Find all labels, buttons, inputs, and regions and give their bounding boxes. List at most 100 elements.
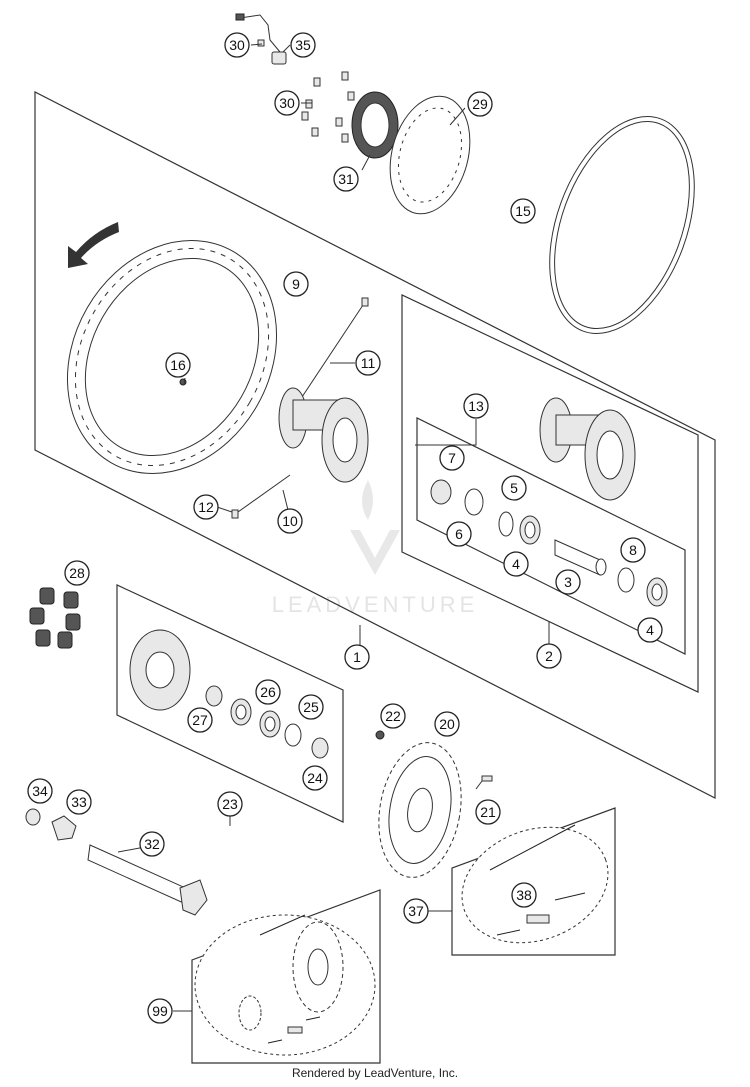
chain-kit-outline: [451, 807, 616, 956]
callout-7: 7: [439, 445, 465, 471]
callout-27: 27: [187, 707, 213, 733]
bearing-parts: [430, 479, 668, 607]
callout-32: 32: [139, 831, 165, 857]
svg-text:99: 99: [152, 1003, 168, 1019]
svg-text:32: 32: [144, 836, 160, 852]
svg-text:7: 7: [448, 450, 456, 466]
svg-text:37: 37: [408, 903, 424, 919]
abs-sensor-ring: [351, 91, 399, 159]
callout-99: 99: [147, 998, 173, 1024]
callout-31: 31: [333, 166, 359, 192]
sprocket-carrier-outline: [116, 584, 344, 823]
drive-kit-outline: [191, 889, 381, 1064]
sprocket-bolt: [481, 775, 493, 782]
svg-text:6: 6: [455, 526, 463, 542]
svg-text:4: 4: [512, 556, 520, 572]
callout-20: 20: [434, 711, 460, 737]
svg-text:25: 25: [303, 699, 319, 715]
svg-text:27: 27: [192, 712, 208, 728]
svg-text:11: 11: [361, 355, 376, 371]
svg-text:24: 24: [307, 770, 323, 786]
wheel-assembly-outline: [34, 91, 716, 799]
svg-text:28: 28: [69, 565, 85, 581]
watermark-text: LEADVENTURE: [272, 592, 479, 617]
wheel-speed-sensor: [235, 13, 287, 65]
drive-kit-99: [194, 914, 376, 1056]
svg-text:22: 22: [385, 708, 401, 724]
rear-sprocket: [378, 742, 462, 878]
callout-26: 26: [255, 679, 281, 705]
svg-text:34: 34: [32, 783, 48, 799]
callout-21: 21: [475, 799, 501, 825]
brake-disc: [389, 95, 471, 215]
svg-text:1: 1: [353, 649, 361, 665]
svg-text:21: 21: [480, 804, 496, 820]
disc-bolts: [301, 71, 355, 143]
svg-text:33: 33: [71, 794, 87, 810]
callout-13: 13: [463, 393, 489, 419]
callout-28: 28: [64, 560, 90, 586]
callout-34: 34: [27, 778, 53, 804]
svg-text:16: 16: [170, 357, 186, 373]
svg-text:38: 38: [516, 887, 532, 903]
callout-30-middle: 30: [274, 90, 300, 116]
svg-text:3: 3: [564, 574, 572, 590]
hub-body: [539, 397, 636, 501]
spoke-nipple: [361, 297, 369, 307]
callout-5: 5: [501, 475, 527, 501]
callout-16: 16: [165, 352, 191, 378]
footer-credit: Rendered by LeadVenture, Inc.: [291, 1066, 459, 1080]
svg-text:30: 30: [229, 37, 245, 53]
svg-text:31: 31: [338, 171, 354, 187]
callout-9: 9: [283, 271, 309, 297]
svg-text:15: 15: [515, 203, 531, 219]
callout-10: 10: [277, 508, 303, 534]
svg-text:26: 26: [260, 684, 276, 700]
callout-11: 11: [355, 350, 381, 376]
wheel-hub: [278, 387, 369, 483]
callout-30-top: 30: [224, 32, 250, 58]
callout-1: 1: [344, 644, 370, 670]
spoke-outer: [299, 301, 366, 401]
svg-text:9: 9: [292, 276, 300, 292]
callout-22: 22: [380, 703, 406, 729]
callout-33: 33: [66, 789, 92, 815]
sprocket-nut: [375, 730, 385, 740]
svg-text:8: 8: [629, 542, 637, 558]
callout-24: 24: [302, 765, 328, 791]
svg-text:20: 20: [439, 716, 455, 732]
leadventure-watermark: LEADVENTURE: [272, 480, 479, 617]
svg-text:12: 12: [198, 499, 214, 515]
rubber-dampers: [29, 587, 81, 649]
svg-text:10: 10: [282, 513, 298, 529]
callout-6: 6: [446, 521, 472, 547]
callout-23: 23: [217, 791, 243, 817]
callout-25: 25: [298, 694, 324, 720]
svg-text:30: 30: [279, 95, 295, 111]
bearing-kit-outline: [416, 417, 686, 655]
callout-37: 37: [403, 898, 429, 924]
rim-band: [549, 116, 695, 334]
callout-4-right: 4: [637, 617, 663, 643]
callout-38: 38: [511, 882, 537, 908]
hub-assembly-outline: [401, 294, 699, 693]
spoke-nipple-12: [231, 509, 239, 519]
sprocket-carrier: [129, 629, 329, 759]
callout-8: 8: [620, 537, 646, 563]
callout-29: 29: [467, 91, 493, 117]
callout-2: 2: [536, 643, 562, 669]
svg-text:5: 5: [510, 480, 518, 496]
callout-35: 35: [290, 32, 316, 58]
svg-text:4: 4: [646, 622, 654, 638]
callout-3: 3: [555, 569, 581, 595]
spoke-inner: [237, 474, 291, 513]
svg-text:13: 13: [468, 398, 484, 414]
svg-text:29: 29: [472, 96, 488, 112]
callout-4-left: 4: [503, 551, 529, 577]
callout-12: 12: [193, 494, 219, 520]
svg-text:23: 23: [222, 796, 238, 812]
chain-37: [461, 824, 609, 944]
svg-text:35: 35: [295, 37, 311, 53]
rotation-arrow: [68, 222, 119, 268]
